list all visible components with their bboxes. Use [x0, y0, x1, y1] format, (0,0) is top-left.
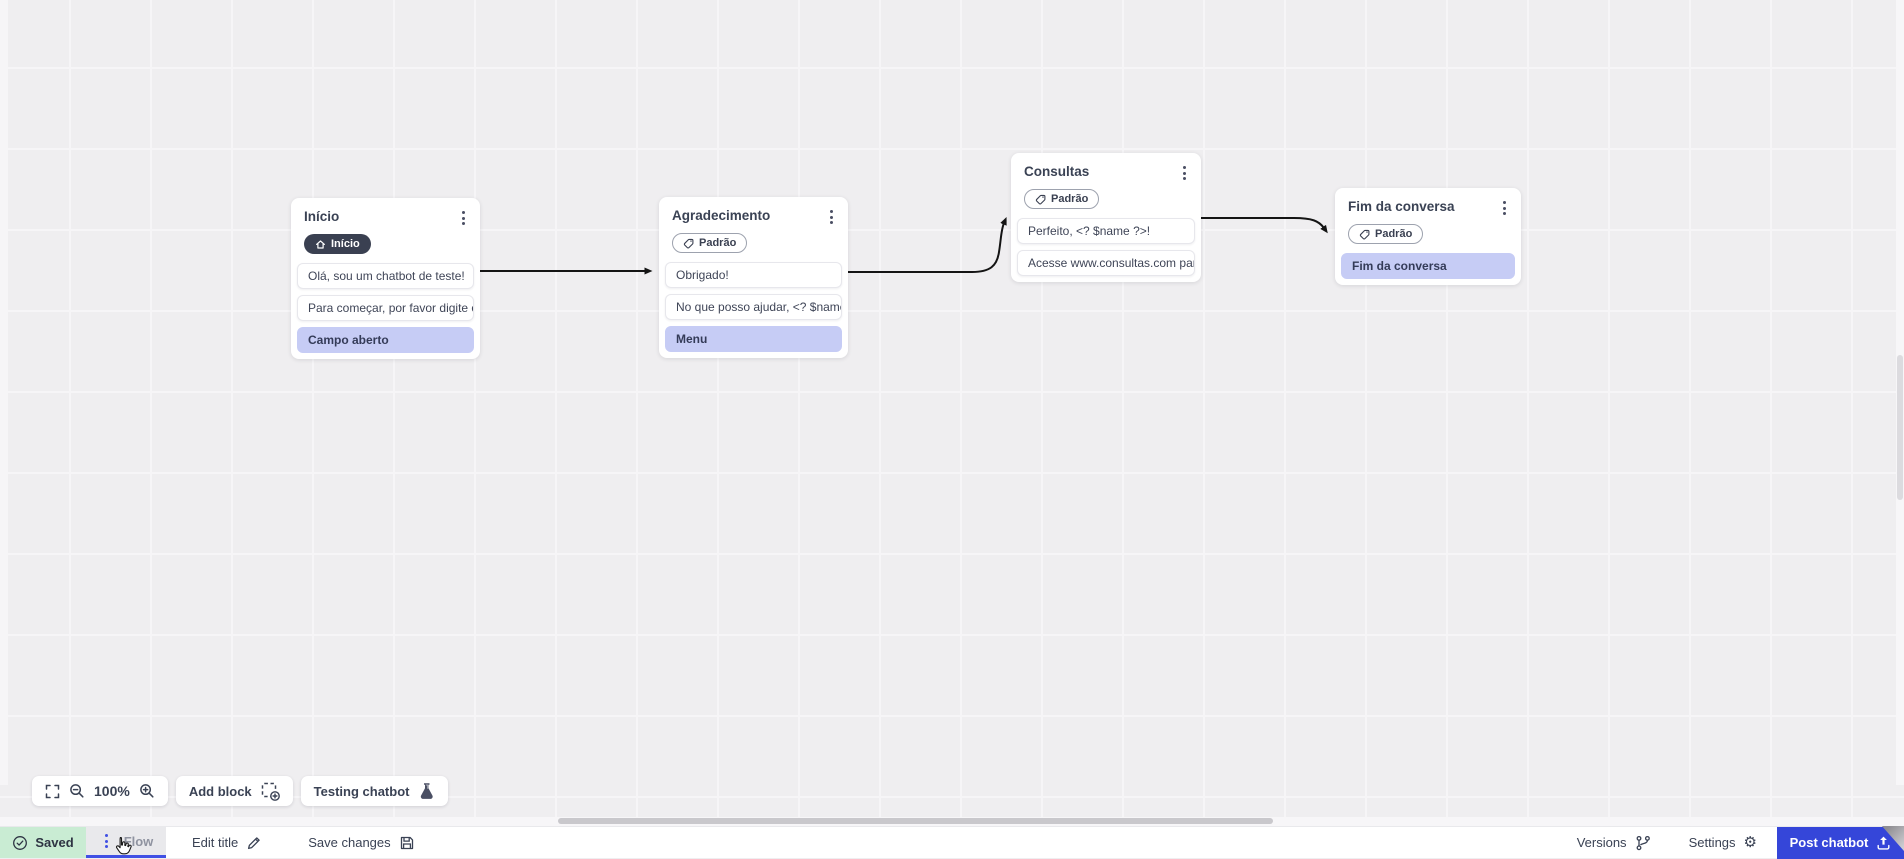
message-card[interactable]: Para começar, por favor digite o ...: [297, 294, 474, 321]
canvas-toolbar: 100% Add block Testing chatbot: [32, 776, 449, 806]
edit-title-button[interactable]: Edit title: [192, 827, 262, 858]
edit-title-label: Edit title: [192, 835, 239, 850]
flow-menu-icon[interactable]: [99, 831, 114, 851]
saved-status-badge: Saved: [0, 827, 86, 858]
vertical-scrollbar-thumb[interactable]: [1897, 355, 1903, 500]
versions-label: Versions: [1576, 835, 1627, 850]
message-card[interactable]: No que posso ajudar, <? $name ...: [665, 293, 842, 320]
node-title: Fim da conversa: [1348, 199, 1455, 214]
input-card[interactable]: Menu: [665, 325, 842, 352]
zoom-controls: 100%: [32, 776, 168, 806]
flow-connectors: [480, 217, 1328, 275]
input-card[interactable]: Campo aberto: [297, 326, 474, 353]
tag-icon: [1359, 229, 1370, 240]
save-icon: [400, 836, 413, 849]
vertical-scrollbar[interactable]: [1896, 0, 1904, 785]
message-card[interactable]: Olá, sou um chatbot de teste!: [297, 262, 474, 289]
pencil-icon: [248, 836, 260, 849]
tag-icon: [683, 238, 694, 249]
add-block-icon: [261, 782, 280, 801]
branch-icon: [1636, 835, 1650, 850]
node-type-badge: Padrão: [1348, 224, 1424, 244]
add-block-button[interactable]: Add block: [175, 776, 293, 806]
badge-label: Padrão: [1051, 193, 1089, 205]
post-chatbot-label: Post chatbot: [1789, 835, 1869, 850]
flow-canvas[interactable]: Início Início Olá, sou um chatbot de tes…: [0, 0, 1904, 826]
upload-icon: [1877, 836, 1890, 850]
post-chatbot-button[interactable]: Post chatbot: [1777, 826, 1904, 859]
node-title: Consultas: [1024, 164, 1090, 179]
testing-chatbot-label: Testing chatbot: [313, 783, 410, 799]
canvas-left-edge: [0, 0, 8, 785]
flow-node-inicio[interactable]: Início Início Olá, sou um chatbot de tes…: [291, 198, 480, 359]
zoom-level-value: 100%: [94, 783, 130, 799]
node-type-badge: Padrão: [672, 233, 748, 253]
node-title: Início: [304, 209, 340, 224]
save-changes-label: Save changes: [308, 835, 391, 850]
testing-chatbot-button[interactable]: Testing chatbot: [300, 776, 449, 806]
kebab-menu-icon[interactable]: [456, 208, 471, 228]
message-card[interactable]: Acesse www.consultas.com par...: [1017, 249, 1195, 276]
kebab-menu-icon[interactable]: [1497, 198, 1512, 218]
badge-label: Padrão: [699, 237, 737, 249]
flow-node-agradecimento[interactable]: Agradecimento Padrão Obrigado! No que po…: [659, 197, 848, 358]
kebab-menu-icon[interactable]: [1177, 163, 1192, 183]
input-card[interactable]: Fim da conversa: [1341, 252, 1515, 279]
node-type-badge: Padrão: [1024, 189, 1100, 209]
connector-consultas-fim: [1201, 217, 1328, 234]
tag-icon: [1035, 194, 1046, 205]
message-card[interactable]: Perfeito, <? $name ?>!: [1017, 217, 1195, 244]
message-card[interactable]: Obrigado!: [665, 261, 842, 288]
saved-label: Saved: [35, 835, 74, 850]
flask-icon: [421, 783, 434, 799]
zoom-in-icon[interactable]: [139, 783, 155, 799]
flow-node-consultas[interactable]: Consultas Padrão Perfeito, <? $name ?>! …: [1011, 153, 1201, 282]
badge-label: Padrão: [1375, 228, 1413, 240]
gear-icon: ⚙: [1743, 833, 1757, 851]
versions-button[interactable]: Versions: [1577, 835, 1651, 851]
tab-flow[interactable]: Flow: [86, 827, 166, 858]
horizontal-scrollbar-thumb[interactable]: [558, 818, 1273, 824]
horizontal-scrollbar[interactable]: [0, 817, 1904, 826]
bottom-bar: Saved Flow Edit title Save changes Versi…: [0, 826, 1904, 859]
settings-label: Settings: [1688, 835, 1736, 850]
settings-button[interactable]: Settings ⚙: [1688, 833, 1757, 851]
bottom-bar-right: Versions Settings ⚙ Post chatbot: [1577, 826, 1904, 859]
connector-agradecimento-consultas: [848, 217, 1007, 273]
kebab-menu-icon[interactable]: [824, 207, 839, 227]
node-type-badge: Início: [304, 234, 371, 254]
add-block-label: Add block: [188, 783, 252, 799]
check-circle-icon: [13, 835, 28, 850]
flow-tab-label: Flow: [123, 833, 154, 849]
home-icon: [316, 239, 325, 249]
save-changes-button[interactable]: Save changes: [308, 827, 414, 858]
fullscreen-icon[interactable]: [45, 784, 60, 799]
zoom-out-icon[interactable]: [69, 783, 85, 799]
badge-label: Início: [331, 238, 360, 250]
node-title: Agradecimento: [672, 208, 771, 223]
flow-node-fim-da-conversa[interactable]: Fim da conversa Padrão Fim da conversa: [1335, 188, 1521, 285]
